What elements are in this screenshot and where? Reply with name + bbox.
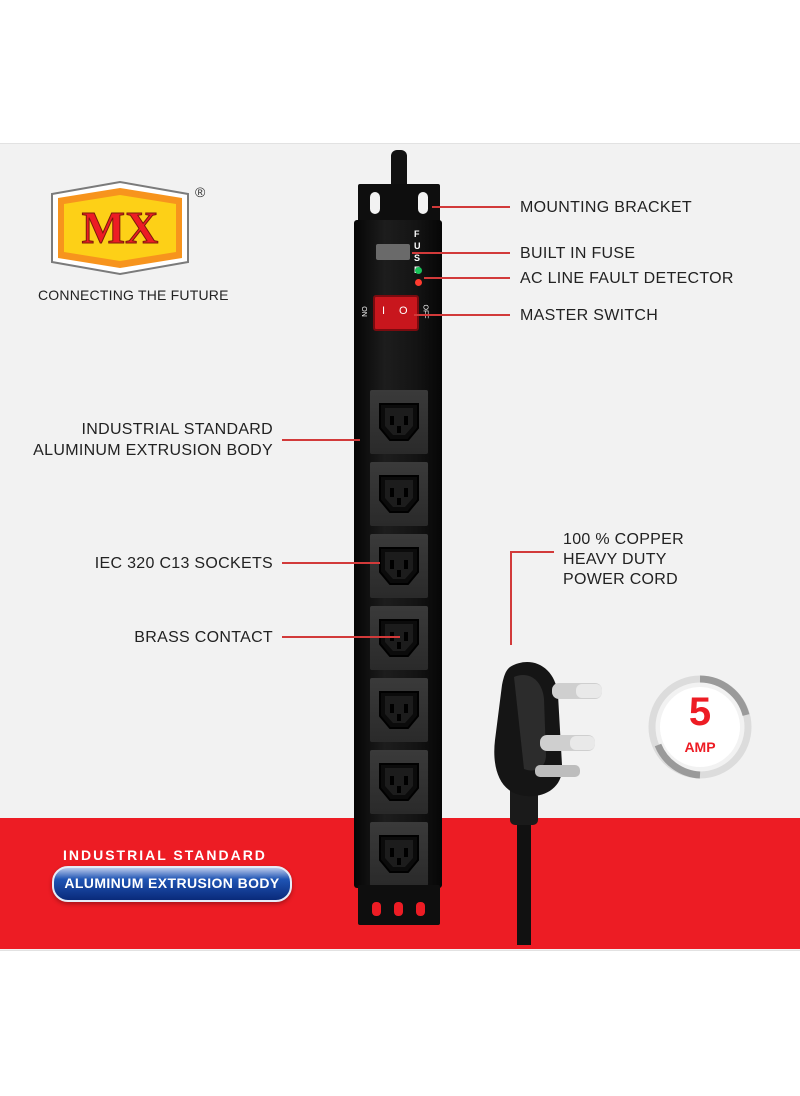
leader-cord-v [510,551,512,645]
bracket-slot-left [370,192,380,214]
badge-main-text: ALUMINUM EXTRUSION BODY [64,875,280,891]
leader-contact [282,636,400,638]
amp-unit: AMP [684,739,716,755]
three-pin-plug [494,662,602,945]
aluminum-badge: ALUMINUM EXTRUSION BODY [52,866,292,902]
c13-socket [370,750,428,814]
leader-mounting [432,206,510,208]
bottom-slot-1 [372,902,381,916]
switch-mark-o: O [399,305,408,317]
switch-on-label: ON [359,306,367,317]
label-sockets: IEC 320 C13 SOCKETS [94,555,273,572]
switch-off-label: OFF [421,304,429,319]
label-cord-line1: 100 % COPPER [563,531,684,548]
amp-value: 5 [688,690,712,734]
c13-socket [370,390,428,454]
label-cord-line2: HEAVY DUTY [563,551,667,568]
switch-mark-i: I [382,305,386,317]
badge-top-text: INDUSTRIAL STANDARD [63,847,267,863]
c13-socket [370,678,428,742]
cord-top [391,150,407,190]
brand-tagline: CONNECTING THE FUTURE [38,287,229,303]
status-led-green [415,267,422,274]
logo-text: MX [82,202,159,253]
label-master-switch: MASTER SWITCH [520,307,659,324]
c13-socket [370,534,428,598]
label-mounting-bracket: MOUNTING BRACKET [520,199,692,216]
master-switch[interactable]: I O [373,295,419,331]
c13-socket [370,822,428,886]
leader-body [282,439,360,441]
registered-mark: ® [195,184,206,200]
power-strip-body: F U S E I O ON OFF [354,220,442,888]
bottom-slot-3 [416,902,425,916]
label-brass-contact: BRASS CONTACT [134,629,273,646]
leader-switch [414,314,510,316]
label-body-line1: INDUSTRIAL STANDARD [81,421,273,438]
fuse-holder [376,244,410,260]
status-led-red [415,279,422,286]
mx-logo: MX [51,180,189,276]
leader-cord-h [510,551,554,553]
c13-socket [370,462,428,526]
leader-fuse [412,252,510,254]
label-body-line2: ALUMINUM EXTRUSION BODY [33,442,273,459]
label-built-in-fuse: BUILT IN FUSE [520,245,636,262]
leader-fault [424,277,510,279]
label-fault-detector: AC LINE FAULT DETECTOR [520,270,734,287]
c13-socket [370,606,428,670]
bottom-slot-2 [394,902,403,916]
bracket-slot-right [418,192,428,214]
leader-sockets [282,562,380,564]
amp-rating-ring [648,675,752,779]
label-cord-line3: POWER CORD [563,571,678,588]
